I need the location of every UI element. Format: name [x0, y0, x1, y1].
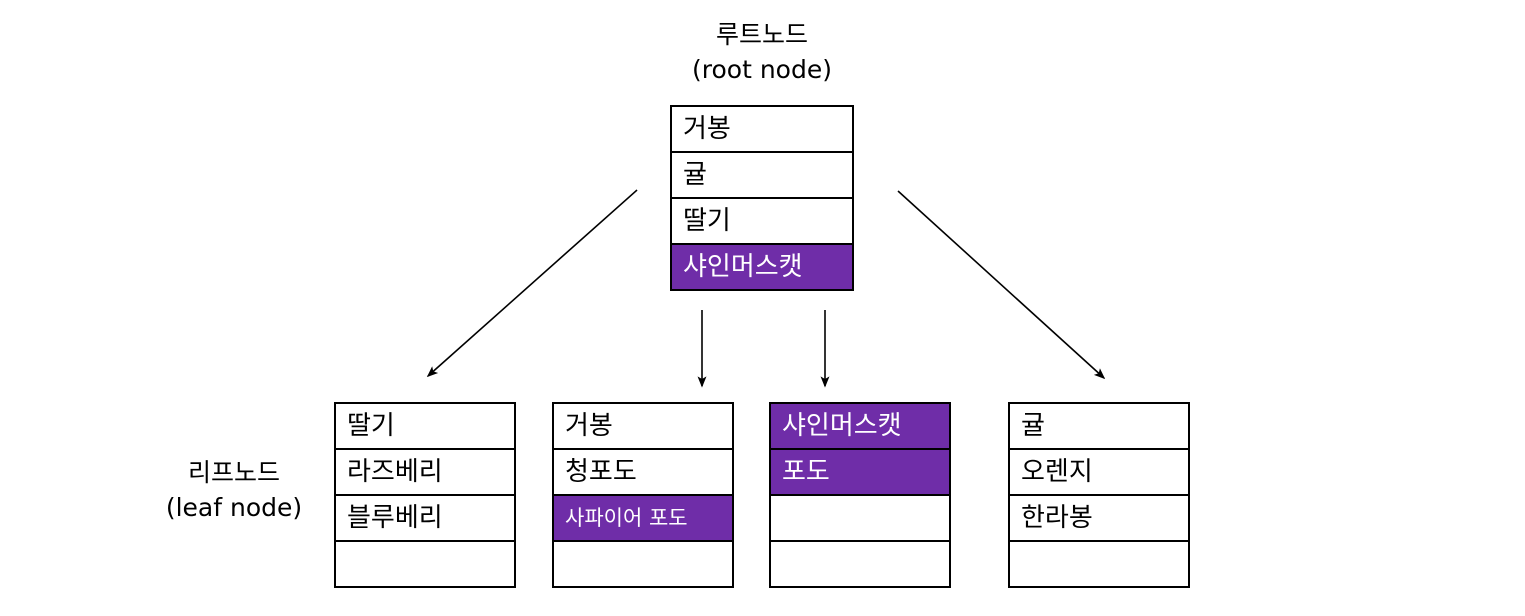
- leaf-node-1[interactable]: 딸기 라즈베리 블루베리: [334, 402, 516, 588]
- leaf-node-cell[interactable]: 샤인머스캣: [771, 404, 949, 450]
- arrow-root-to-leaf-4: [897, 190, 1106, 380]
- leaf-node-cell-empty[interactable]: [771, 542, 949, 586]
- leaf-node-cell-empty[interactable]: [771, 496, 949, 542]
- leaf-node-cell[interactable]: 귤: [1010, 404, 1188, 450]
- leaf-node-cell-empty[interactable]: [1010, 542, 1188, 586]
- leaf-node-cell[interactable]: 청포도: [554, 450, 732, 496]
- leaf-node-cell[interactable]: 포도: [771, 450, 949, 496]
- leaf-node-cell[interactable]: 오렌지: [1010, 450, 1188, 496]
- root-node[interactable]: 거봉 귤 딸기 샤인머스캣: [670, 105, 854, 291]
- root-node-cell[interactable]: 거봉: [672, 107, 852, 153]
- leaf-node-cell-empty[interactable]: [554, 542, 732, 586]
- leaf-node-cell[interactable]: 딸기: [336, 404, 514, 450]
- leaf-node-label-en: (leaf node): [165, 492, 303, 522]
- root-node-cell[interactable]: 딸기: [672, 199, 852, 245]
- leaf-node-cell[interactable]: 라즈베리: [336, 450, 514, 496]
- root-node-label: 루트노드 (root node): [662, 18, 862, 87]
- leaf-node-2[interactable]: 거봉 청포도 사파이어 포도: [552, 402, 734, 588]
- leaf-node-label-ko: 리프노드: [187, 458, 280, 487]
- leaf-node-4[interactable]: 귤 오렌지 한라봉: [1008, 402, 1190, 588]
- leaf-node-3[interactable]: 샤인머스캣 포도: [769, 402, 951, 588]
- leaf-node-cell[interactable]: 한라봉: [1010, 496, 1188, 542]
- leaf-node-cell[interactable]: 블루베리: [336, 496, 514, 542]
- leaf-node-cell-empty[interactable]: [336, 542, 514, 586]
- root-node-cell[interactable]: 샤인머스캣: [672, 245, 852, 289]
- leaf-node-label: 리프노드 (leaf node): [134, 456, 334, 525]
- root-node-label-ko: 루트노드: [715, 20, 808, 49]
- arrow-root-to-leaf-1: [426, 189, 638, 378]
- root-node-cell[interactable]: 귤: [672, 153, 852, 199]
- root-node-label-en: (root node): [692, 54, 832, 84]
- leaf-node-cell[interactable]: 사파이어 포도: [554, 496, 732, 542]
- leaf-node-cell[interactable]: 거봉: [554, 404, 732, 450]
